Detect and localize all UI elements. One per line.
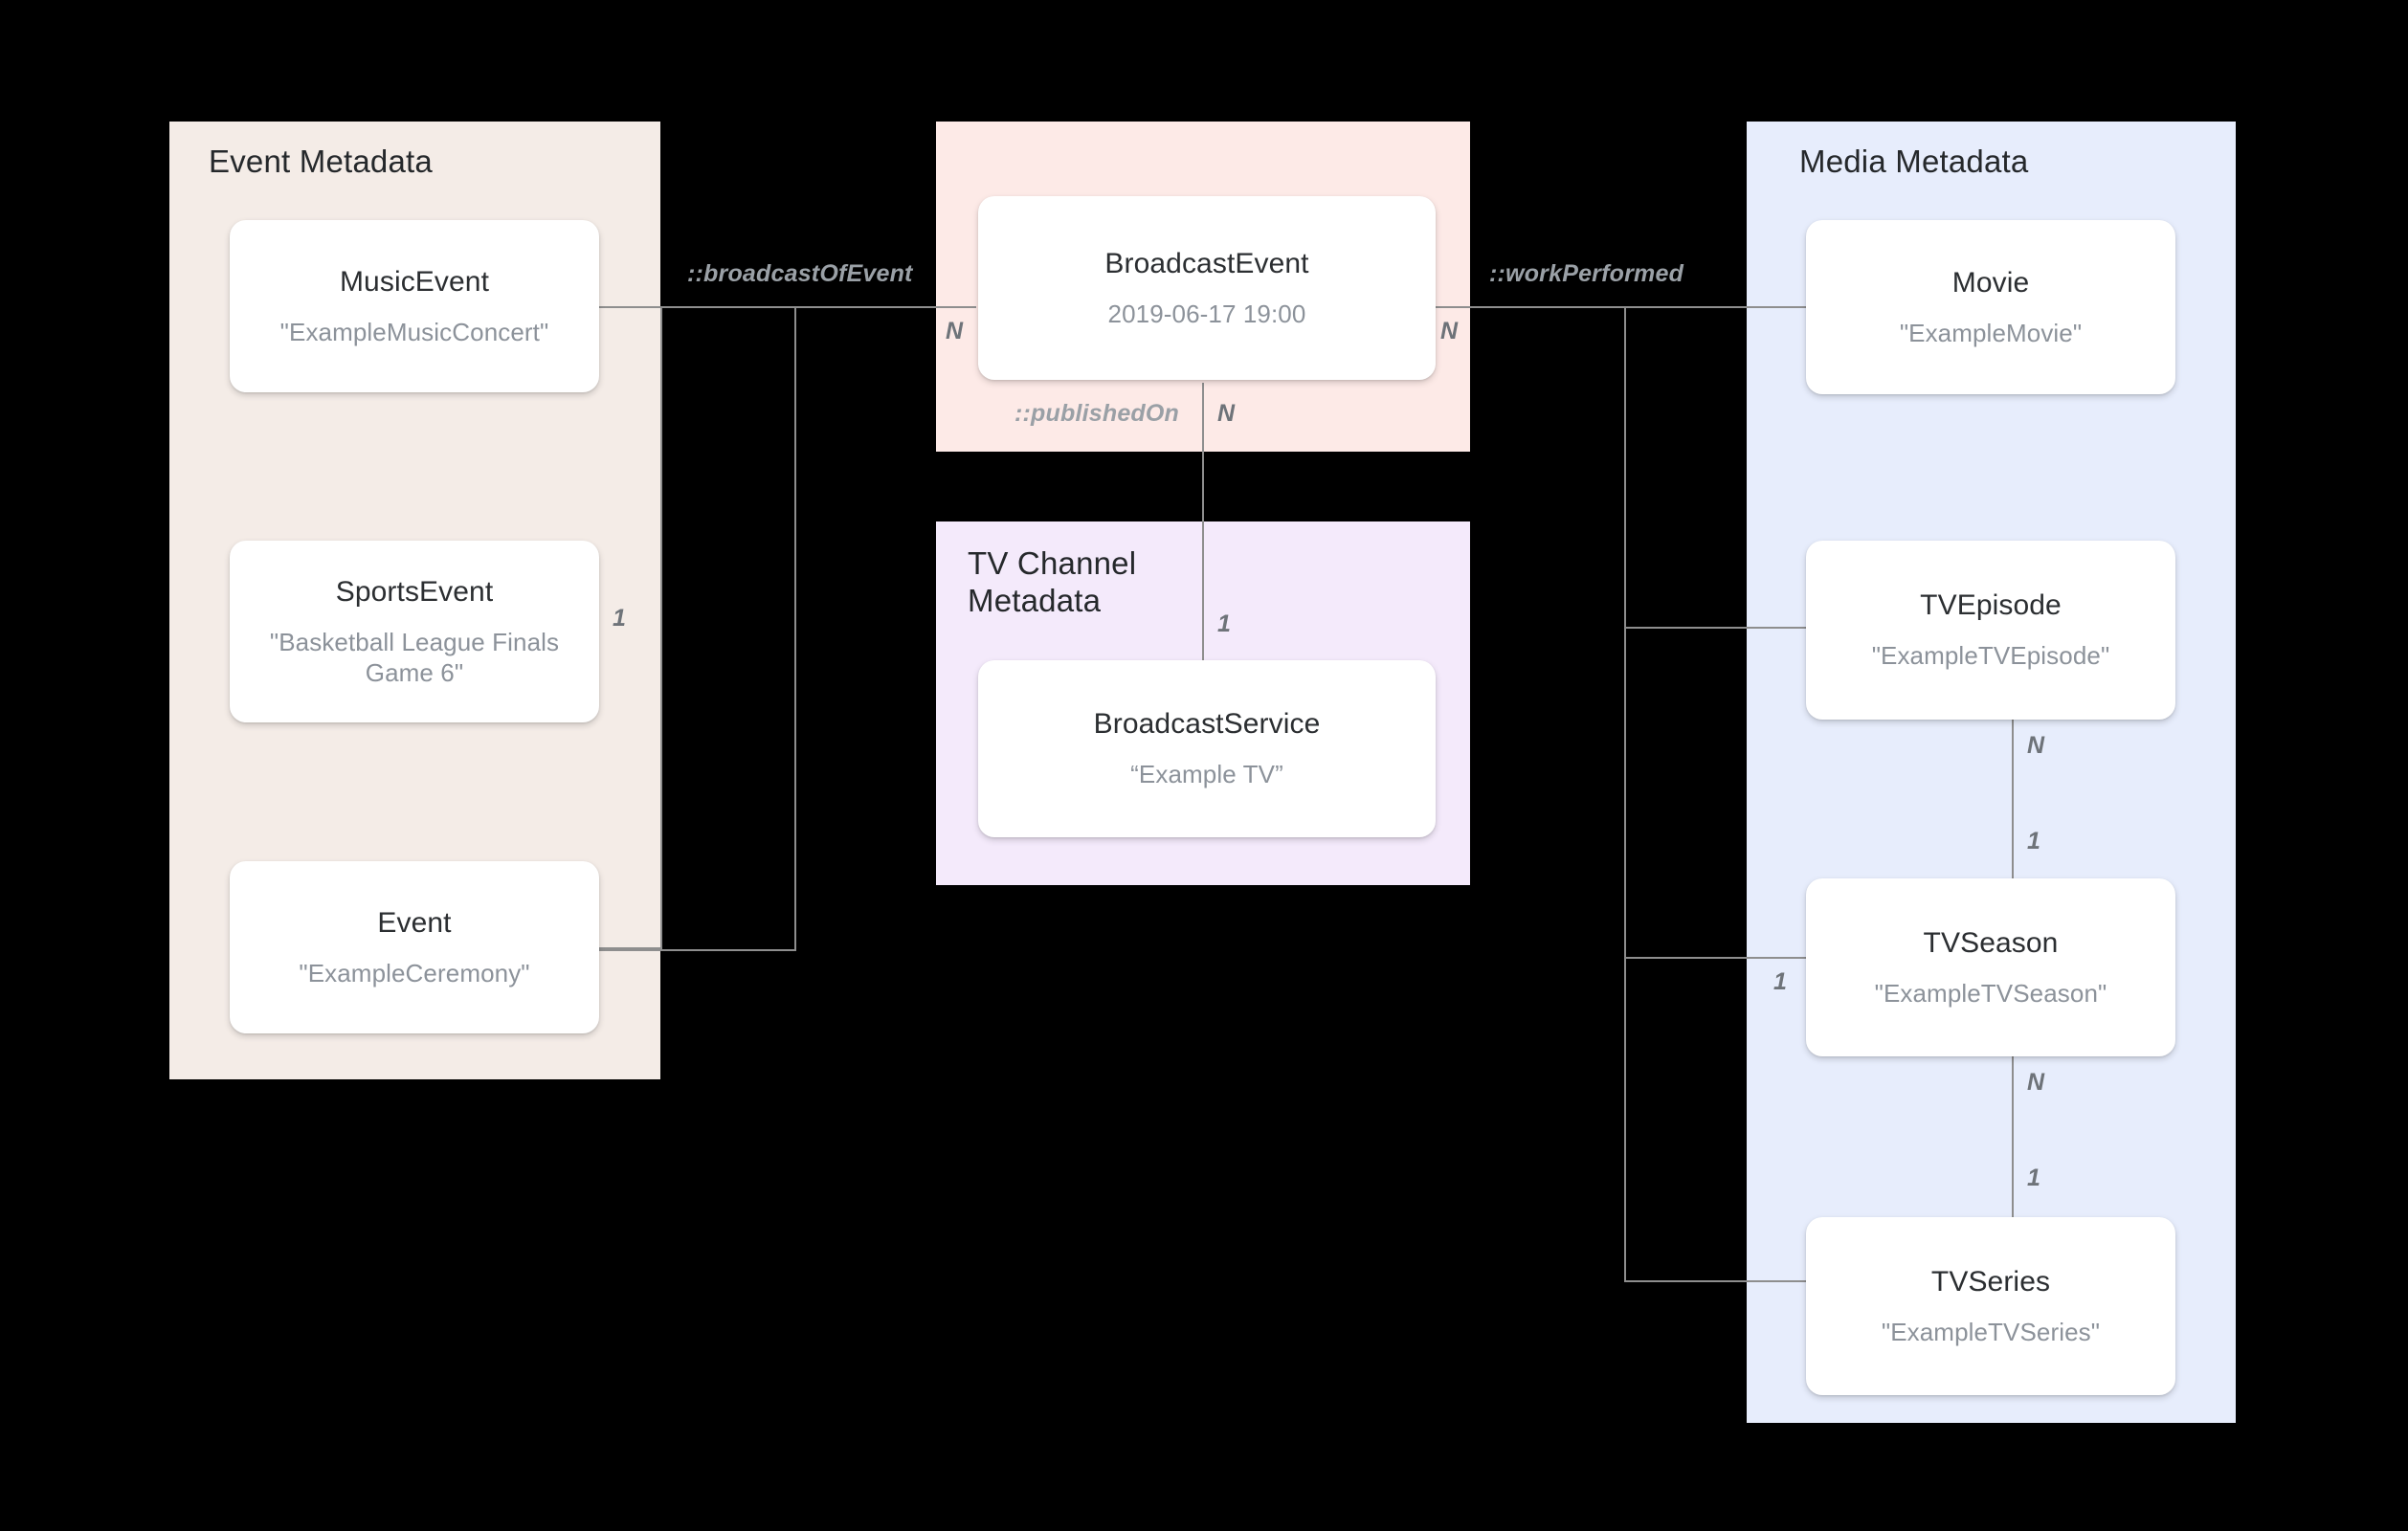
entity-type-event: Event — [377, 906, 452, 939]
group-title-tv-channel-metadata: TV Channel Metadata — [968, 545, 1137, 618]
entity-card-tv-episode[interactable]: TVEpisode "ExampleTVEpisode" — [1806, 541, 2175, 720]
cardinality-broadcast-right-n: N — [1440, 318, 1459, 344]
entity-card-movie[interactable]: Movie "ExampleMovie" — [1806, 220, 2175, 394]
cardinality-episode-n: N — [2027, 732, 2045, 759]
entity-card-music-event[interactable]: MusicEvent "ExampleMusicConcert" — [230, 220, 599, 392]
entity-type-broadcast-event: BroadcastEvent — [1104, 247, 1309, 279]
entity-type-tv-season: TVSeason — [1923, 926, 2059, 959]
entity-card-sports-event[interactable]: SportsEvent "Basketball League Finals Ga… — [230, 541, 599, 722]
group-title-media-metadata: Media Metadata — [1799, 144, 2029, 179]
cardinality-sports-event-1: 1 — [613, 605, 627, 632]
cardinality-broadcast-left-n: N — [946, 318, 964, 344]
entity-value-music-event: "ExampleMusicConcert" — [279, 317, 549, 346]
entity-card-tv-series[interactable]: TVSeries "ExampleTVSeries" — [1806, 1217, 2175, 1395]
entity-value-tv-season: "ExampleTVSeason" — [1874, 978, 2107, 1008]
connector-work-performed-rail — [1436, 306, 1627, 308]
entity-value-event: "ExampleCeremony" — [299, 958, 530, 987]
cardinality-season-1: 1 — [2027, 828, 2041, 854]
relation-label-broadcast-of-event: ::broadcastOfEvent — [687, 260, 913, 287]
connector-tv-season — [1624, 957, 1806, 959]
connector-event-bus-inner — [660, 306, 662, 949]
connector-music-event — [597, 306, 796, 308]
connector-media-bus — [1624, 306, 1626, 1282]
entity-type-movie: Movie — [1951, 266, 2030, 299]
cardinality-tv-season-1: 1 — [1773, 968, 1788, 995]
relation-label-published-on: ::publishedOn — [1014, 400, 1180, 427]
cardinality-series-1: 1 — [2027, 1165, 2041, 1191]
entity-type-tv-series: TVSeries — [1930, 1265, 2051, 1298]
entity-value-movie: "ExampleMovie" — [1899, 318, 2083, 347]
entity-card-event[interactable]: Event "ExampleCeremony" — [230, 861, 599, 1033]
entity-type-broadcast-service: BroadcastService — [1093, 708, 1321, 741]
entity-card-broadcast-service[interactable]: BroadcastService “Example TV” — [978, 660, 1436, 837]
entity-type-music-event: MusicEvent — [339, 265, 490, 298]
connector-movie — [1624, 306, 1806, 308]
connector-season-to-series — [2012, 1056, 2014, 1219]
entity-card-broadcast-event[interactable]: BroadcastEvent 2019-06-17 19:00 — [978, 196, 1436, 380]
connector-tv-episode — [1624, 627, 1806, 629]
entity-value-broadcast-event: 2019-06-17 19:00 — [1107, 299, 1306, 328]
relation-label-work-performed: ::workPerformed — [1489, 260, 1684, 287]
entity-card-tv-season[interactable]: TVSeason "ExampleTVSeason" — [1806, 878, 2175, 1056]
connector-sports-event — [597, 949, 796, 951]
entity-type-tv-episode: TVEpisode — [1920, 589, 2062, 622]
connector-tv-series — [1624, 1280, 1806, 1282]
connector-event-bus-outer — [794, 306, 796, 951]
group-title-event-metadata: Event Metadata — [209, 144, 433, 179]
entity-value-broadcast-service: “Example TV” — [1130, 760, 1283, 789]
entity-value-tv-series: "ExampleTVSeries" — [1881, 1317, 2101, 1346]
connector-published-on — [1202, 383, 1204, 660]
entity-value-tv-episode: "ExampleTVEpisode" — [1871, 641, 2110, 671]
entity-value-sports-event: "Basketball League Finals Game 6" — [269, 627, 560, 688]
connector-event — [597, 947, 662, 949]
connector-broadcast-of-event-rail — [794, 306, 976, 308]
cardinality-published-on-1: 1 — [1217, 610, 1232, 637]
entity-type-sports-event: SportsEvent — [335, 575, 494, 608]
connector-episode-to-season — [2012, 720, 2014, 882]
cardinality-season-n: N — [2027, 1069, 2045, 1096]
cardinality-published-on-n: N — [1217, 400, 1236, 427]
